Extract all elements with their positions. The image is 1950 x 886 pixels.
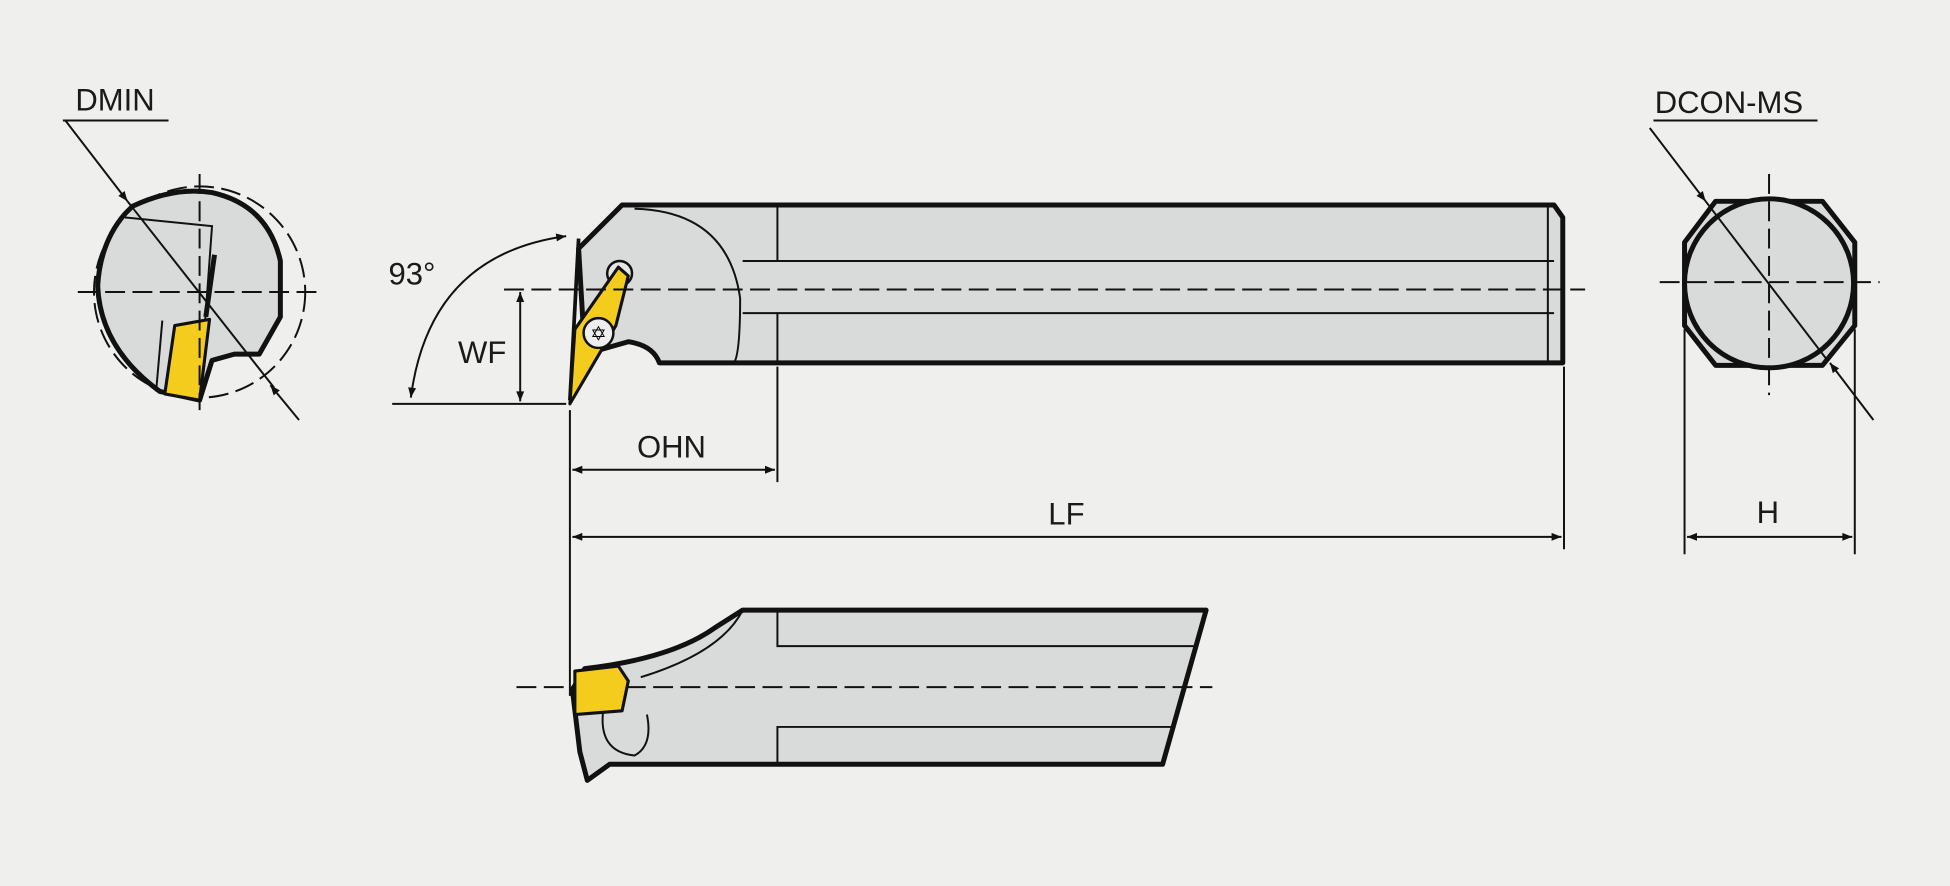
side-view: ✡ 93° WF OHN LF (388, 202, 1586, 696)
h-label: H (1757, 495, 1779, 530)
insert-top (573, 664, 630, 717)
front-end-view: DMIN (62, 83, 318, 421)
wf-label: WF (458, 335, 506, 370)
svg-text:✡: ✡ (590, 322, 607, 345)
bar-body (576, 202, 1566, 366)
top-view (516, 607, 1213, 783)
ohn-label: OHN (637, 429, 706, 464)
torx-screw-icon (582, 316, 615, 350)
angle-label: 93° (388, 257, 435, 292)
dcon-label: DCON-MS (1655, 85, 1803, 120)
rear-end-view: DCON-MS H (1648, 85, 1880, 555)
dmin-label: DMIN (75, 83, 154, 118)
bar-body-top (569, 607, 1209, 783)
lf-label: LF (1048, 496, 1084, 531)
